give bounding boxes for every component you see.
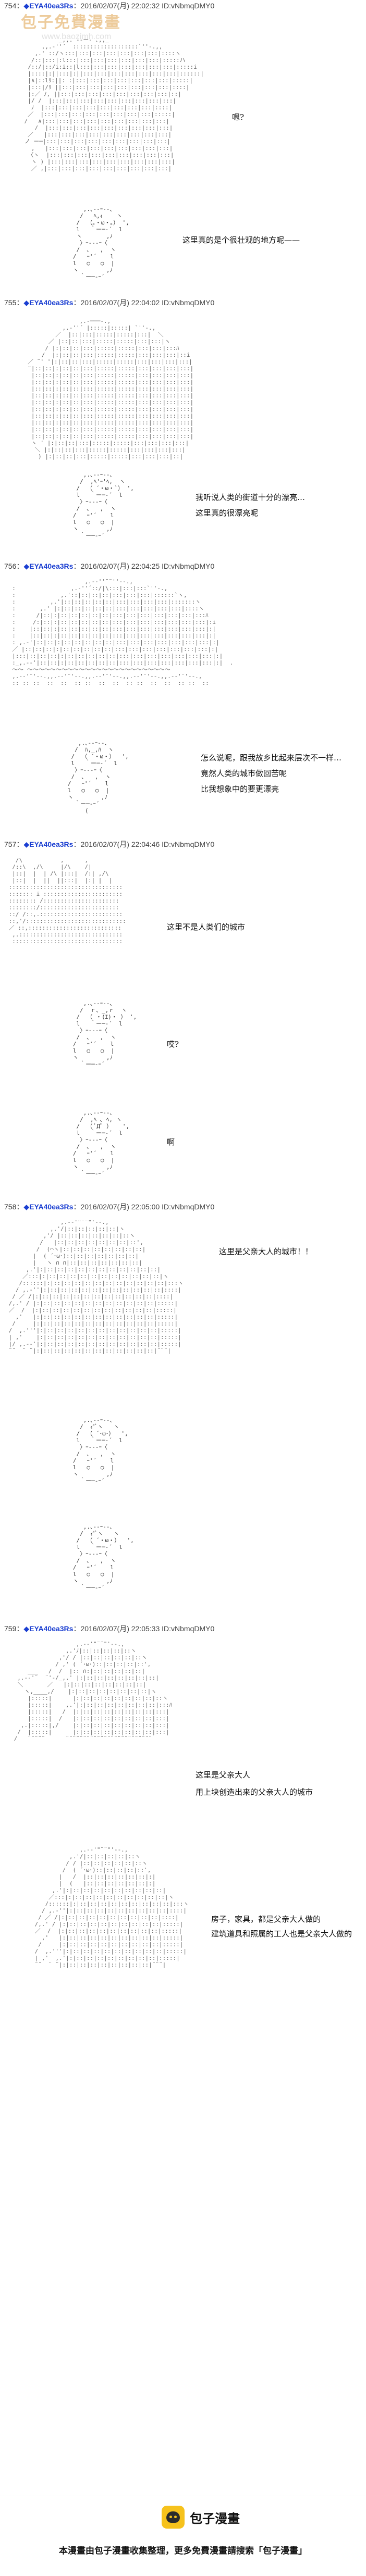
- speech-line: 建筑道具和照属的工人也是父亲大人做的: [211, 1929, 352, 1939]
- post-number: 756：: [4, 562, 24, 570]
- post-header-759: 759：◆EYA40ea3Rs：2016/02/07(月) 22:05:33 I…: [4, 1624, 214, 1633]
- speech-line: 怎么说呢，跟我故乡比起来层次不一样…: [201, 753, 342, 762]
- poster-name[interactable]: ◆EYA40ea3Rs: [23, 840, 74, 848]
- speech-line: 啊: [167, 1137, 175, 1147]
- ascii-art-character-3: ,.､-‐ｰ‐-､ / ﾊ,_,ﾊ ヽ / （ ´・ω・） ', l ｀ー─‐´…: [67, 740, 129, 814]
- ascii-art-character-2: ,.､-‐ｰ‐-､ / ,ﾍ'ｰ'ﾍ, ヽ / （ ´・ω・`） ', l ｀ー…: [72, 471, 134, 539]
- poster-name[interactable]: ◆EYA40ea3Rs: [23, 562, 74, 570]
- speech-line: 这里不是人类们的城市: [167, 922, 246, 932]
- post-header-756: 756：◆EYA40ea3Rs：2016/02/07(月) 22:04:25 I…: [4, 561, 214, 571]
- ascii-art-character-4: ,.､-‐ｰ‐-､ / ｒ、_,ｒ ヽ / （ ・(ｴ)・ ） ', l ｀ー─…: [72, 1000, 137, 1068]
- post-meta: ：2016/02/07(月) 22:04:25 ID:vNbmqDMY0: [73, 562, 215, 570]
- speech-line: 哎?: [167, 1040, 179, 1049]
- ascii-art-cityscape-4: /\ , , /::\ ,/\ |/\ /| |::| | | /\ |:::|…: [8, 857, 126, 945]
- post-meta: ：2016/02/07(月) 22:04:46 ID:vNbmqDMY0: [73, 840, 215, 848]
- poster-name[interactable]: ◆EYA40ea3Rs: [23, 298, 74, 307]
- poster-name[interactable]: ◆EYA40ea3Rs: [23, 1203, 74, 1211]
- poster-name[interactable]: ◆EYA40ea3Rs: [23, 1624, 74, 1633]
- poster-name[interactable]: ◆EYA40ea3Rs: [23, 2, 74, 10]
- ascii-art-character-standing: ,.-‐'"¨¨"'‐-., ,.'/|::|::|::|::|::ヽ / / …: [34, 1846, 189, 1968]
- post-number: 757：: [4, 840, 24, 848]
- footer-note: 本漫畫由包子漫畫收集整理，更多免費漫畫請搜索「包子漫畫」: [59, 2546, 307, 2556]
- ascii-art-character-pointing: ,.-‐'"¨¨"'‐-., ,.'ﾉ|::|::|::|::|::ヽ ,'/ …: [14, 1641, 173, 1742]
- post-header-758: 758：◆EYA40ea3Rs：2016/02/07(月) 22:05:00 I…: [4, 1202, 214, 1211]
- post-number: 755：: [4, 298, 24, 307]
- watermark-title: 包子免費漫畫: [21, 14, 121, 31]
- ascii-art-character-1: ,.､-‐ｰ‐-､ / ﾍ,ｨ ヽ / （｡・ω・｡） ', l ｀ー─‐´ l…: [72, 206, 129, 280]
- speech-line: 嗯?: [232, 112, 245, 122]
- footer-logo[interactable]: 包子漫畫: [162, 2506, 240, 2529]
- post-meta: ：2016/02/07(月) 22:02:32 ID:vNbmqDMY0: [73, 2, 215, 10]
- post-meta: ：2016/02/07(月) 22:05:33 ID:vNbmqDMY0: [73, 1624, 215, 1633]
- ascii-art-character-5: ,.､-‐ｰ‐-､ / ,ﾍ ､ ﾍ, ヽ / （ ﾟДﾟ ） ', l ｀ー─…: [72, 1109, 130, 1177]
- site-watermark: 包子免費漫畫 www.baozimh.com: [21, 9, 121, 42]
- post-number: 759：: [4, 1624, 24, 1633]
- site-footer: 包子漫畫 本漫畫由包子漫畫收集整理，更多免費漫畫請搜索「包子漫畫」: [0, 2495, 366, 2576]
- post-header-754: 754：◆EYA40ea3Rs：2016/02/07(月) 22:02:32 I…: [4, 1, 214, 10]
- bun-logo-icon: [162, 2506, 185, 2529]
- post-header-757: 757：◆EYA40ea3Rs：2016/02/07(月) 22:04:46 I…: [4, 840, 214, 849]
- speech-line: 我听说人类的街道十分的漂亮…: [196, 493, 306, 502]
- ascii-art-character-group: ,.-‐'"¨¨"'‐-., ,.'/|::|::|::|::|::|ヽ ,'/…: [8, 1219, 184, 1354]
- speech-line: 这里真的是个很壮观的地方呢——: [182, 235, 300, 245]
- speech-line: 这里是父亲大人: [196, 1770, 251, 1780]
- speech-line: 竟然人类的城市做回苦呢: [201, 769, 287, 778]
- post-number: 758：: [4, 1203, 24, 1211]
- speech-line: 这里真的很漂亮呢: [196, 508, 259, 518]
- watermark-url: www.baozimh.com: [42, 32, 112, 41]
- post-header-755: 755：◆EYA40ea3Rs：2016/02/07(月) 22:04:02 I…: [4, 298, 214, 307]
- ascii-art-character-7: ,.､-‐ｰ‐-､ / ｨ'ﾞヽ ヽ / （ ´・ω・） ', l ｀ー─‐´ …: [72, 1523, 134, 1591]
- post-number: 754：: [4, 2, 24, 10]
- ascii-art-cityscape-3: ,.-‐''¨¨''‐-., : ,.-''´::/|\:::|:::|:::`…: [12, 578, 234, 686]
- ascii-art-cityscape-1: _,,. -‐ー- ､,,_ ,,.-''´ :::::::::::::::::…: [24, 36, 204, 172]
- post-meta: ：2016/02/07(月) 22:04:02 ID:vNbmqDMY0: [73, 298, 215, 307]
- logo-text: 包子漫畫: [190, 2511, 240, 2526]
- speech-line: 用上块创造出来的父亲大人的城市: [196, 1787, 313, 1797]
- speech-line: 这里是父亲大人的城市！！: [219, 1247, 313, 1256]
- post-meta: ：2016/02/07(月) 22:05:00 ID:vNbmqDMY0: [73, 1203, 215, 1211]
- speech-line: 房子，家具，都是父亲大人做的: [211, 1915, 321, 1924]
- ascii-art-cityscape-2: ,.-───-., ,.-''´ |:::::|:::::| `''-., ／ …: [28, 318, 194, 460]
- speech-line: 比我想象中的要更漂亮: [201, 784, 279, 794]
- ascii-art-character-6: ,.､-‐ｰ‐-､ / ｨ'ﾞヽ ヽ / （ ´･ω･） ', l ｀ー─‐´ …: [72, 1417, 128, 1484]
